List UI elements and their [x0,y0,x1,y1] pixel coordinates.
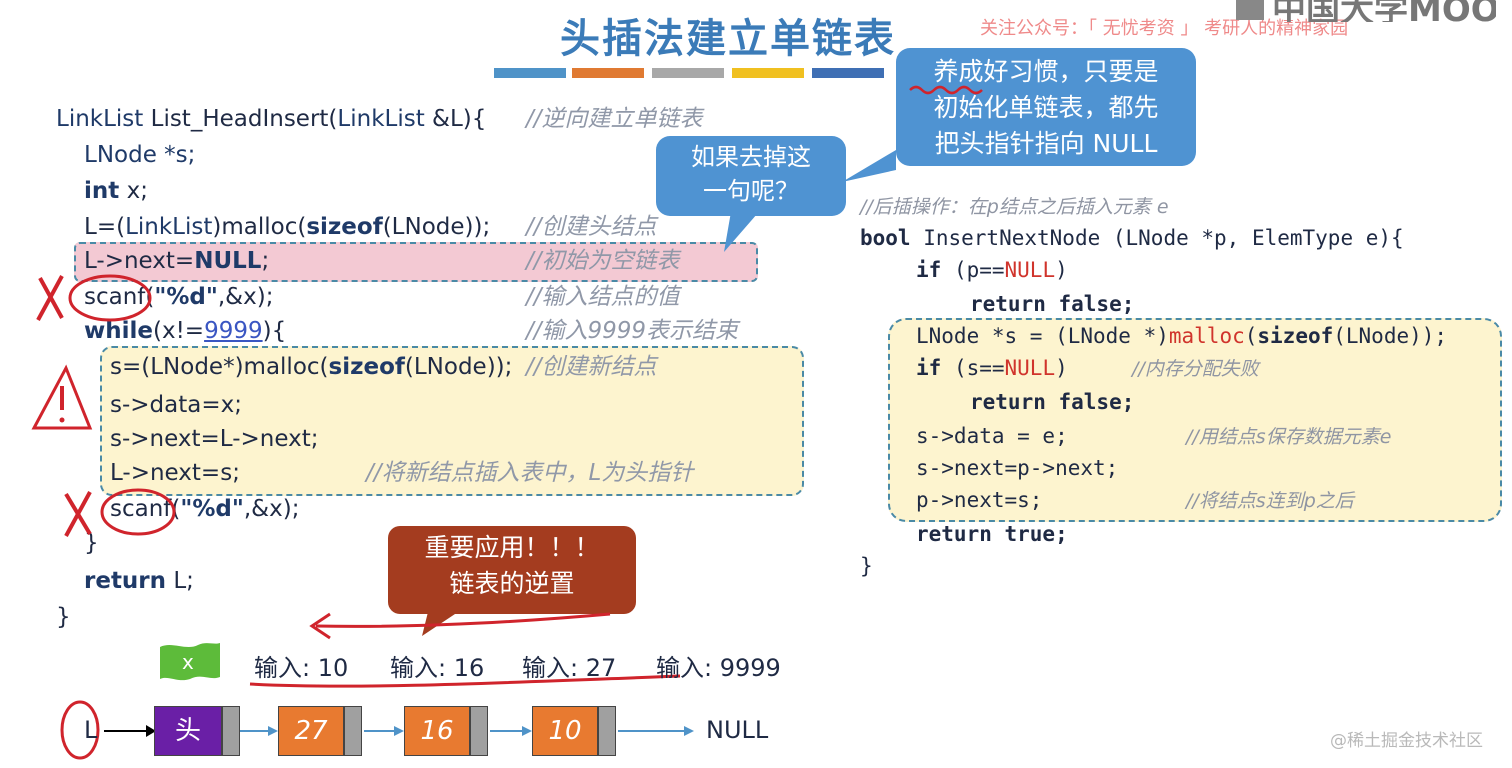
accent-bar [652,68,724,78]
question-bubble-tail [724,206,764,252]
right-code-line-11: } [860,554,873,578]
habit-callout-line: 初始化单链表，都先 [933,93,1159,122]
flag-label: x [182,650,194,674]
top-watermark: 关注公众号：「 无忧考资 」 考研人的精神家园 [980,18,1349,39]
right-code-comment-7: //用结点s保存数据元素e [1186,426,1392,448]
right-code-line-2: if (p==NULL) [916,258,1068,282]
code-line-14: return L; [84,568,194,594]
code-line-2: LNode *s; [84,142,196,168]
accent-bar [732,68,804,78]
code-line-4: L=(LinkList)malloc(sizeof(LNode)); [84,214,491,240]
input-value-3: 输入: 27 [522,654,617,682]
habit-bubble-tail [842,150,896,182]
node-pointer [222,706,240,756]
code-line-11: L->next=s; [110,460,240,486]
warning-icon [31,364,93,430]
right-code-line-7: s->data = e; [916,424,1068,448]
right-code-line-9: p->next=s; [916,488,1043,512]
code-line-5: L->next=NULL; [84,248,270,274]
question-callout-line: 如果去掉这 [691,143,811,171]
habit-callout-line: 把头指针指向 NULL [934,129,1158,158]
input-value-1: 输入: 10 [254,654,349,682]
head-node-label: 头 [154,706,222,756]
code-line-15: } [56,604,71,630]
application-callout-line: 重要应用！！！ [424,533,600,562]
question-callout: 如果去掉这 一句呢？ [656,136,846,216]
habit-callout-line: 养成好习惯，只要是 [933,57,1159,86]
accent-bar [572,68,644,78]
code-comment-11: //将新结点插入表中，L为头指针 [366,460,694,486]
logo-icon [1236,0,1264,20]
node-pointer [344,706,362,756]
null-init-highlight [74,242,758,282]
mooc-logo: 中国大学MOOC [1236,0,1496,22]
code-line-13: } [84,530,99,556]
code-line-12: scanf("%d",&x); [110,496,300,522]
head-pointer-label: L [84,716,98,744]
right-code-line-1: bool InsertNextNode (LNode *p, ElemType … [860,226,1404,250]
code-line-10: s->next=L->next; [110,426,319,452]
accent-bar [494,68,566,78]
right-code-line-5: if (s==NULL) [916,356,1068,380]
right-code-line-4: LNode *s = (LNode *)malloc(sizeof(LNode)… [916,324,1448,348]
code-line-3: int x; [84,178,148,204]
node-pointer [470,706,488,756]
node-value: 10 [532,706,598,756]
input-value-2: 输入: 16 [390,654,485,682]
input-value-4: 输入: 9999 [656,654,781,682]
right-code-line-10: return true; [916,522,1068,546]
right-code-comment-9: //将结点s连到p之后 [1186,490,1354,512]
x-mark-icon [36,275,64,321]
right-code-comment-top: //后插操作：在p结点之后插入元素 e [860,196,1169,218]
node-value: 16 [404,706,470,756]
x-mark-icon [64,491,92,537]
loop-body-highlight [100,346,804,496]
code-comment-6: //输入结点的值 [526,284,680,310]
right-code-line-8: s->next=p->next; [916,456,1119,480]
slide-title: 头插法建立单链表 [560,16,896,62]
code-comment-1: //逆向建立单链表 [526,106,703,132]
node-pointer [598,706,616,756]
code-comment-5: //初始为空链表 [526,248,680,274]
null-label: NULL [706,716,769,744]
right-code-comment-5: //内存分配失败 [1132,358,1259,380]
application-callout-line: 链表的逆置 [449,569,575,598]
question-callout-line: 一句呢？ [703,177,799,205]
right-code-line-6: return false; [970,390,1135,414]
code-line-7: while(x!=9999){ [84,318,287,344]
code-line-1: LinkList List_HeadInsert(LinkList &L){ [56,106,487,132]
flag-icon [160,643,220,681]
habit-callout: 养成好习惯，只要是 初始化单链表，都先 把头指针指向 NULL [896,48,1196,166]
code-comment-4: //创建头结点 [526,214,657,240]
bottom-watermark: @稀土掘金技术社区 [1330,731,1483,751]
code-line-8: s=(LNode*)malloc(sizeof(LNode)); [110,354,513,380]
right-code-line-3: return false; [970,292,1135,316]
accent-bar [812,68,884,78]
code-comment-8: //创建新结点 [526,354,657,380]
logo-text: 中国大学MOOC [1272,0,1496,22]
code-line-6: scanf("%d",&x); [84,284,274,310]
node-value: 27 [278,706,344,756]
code-line-9: s->data=x; [110,392,242,418]
application-callout: 重要应用！！！ 链表的逆置 [388,526,636,614]
insert-next-highlight [888,318,1502,522]
code-comment-7: //输入9999表示结束 [526,318,739,344]
